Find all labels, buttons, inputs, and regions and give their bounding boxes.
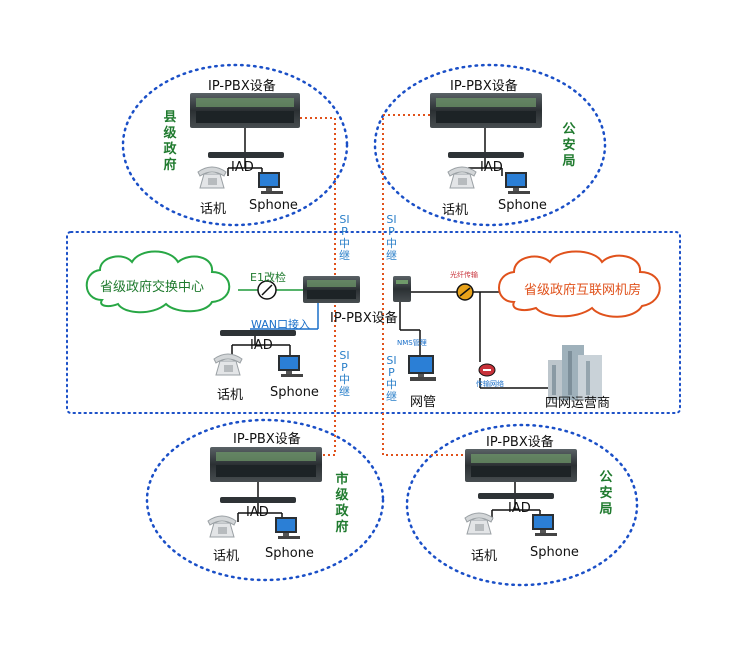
sphone-label-police-top: Sphone (498, 198, 547, 213)
iad-police-top (448, 152, 524, 158)
building-icon (548, 345, 602, 400)
iad-label-police-bottom: IAD (508, 501, 531, 516)
cloud-provincial-switching (85, 250, 231, 314)
site-ellipse-police-top (373, 63, 607, 227)
e1-converter-icon (257, 280, 277, 300)
phone-icon-city (207, 515, 237, 538)
nms-label: 网管 (410, 395, 437, 410)
iad-center (220, 330, 296, 336)
computer-icon-city (275, 517, 300, 539)
phone-icon-county (197, 166, 227, 189)
iad-label-city: IAD (246, 505, 269, 520)
e1-label: E1改检 (250, 271, 286, 284)
wan-label: WAN口接入 (251, 318, 311, 331)
sphone-label-center: Sphone (270, 385, 319, 400)
site-label-county: 县级政府 (163, 110, 177, 173)
computer-icon-county (258, 172, 283, 194)
sphone-label-police-bottom: Sphone (530, 545, 579, 560)
iad-county (208, 152, 284, 158)
phone-label-police-top: 话机 (442, 203, 469, 218)
site-label-city: 市级政府 (335, 472, 349, 535)
transport-link-icon (478, 363, 496, 377)
computer-icon-center (278, 355, 303, 377)
pbx-label-city: IP-PBX设备 (233, 432, 301, 447)
computer-icon-police-bottom (532, 514, 557, 536)
phone-label-center: 话机 (217, 388, 244, 403)
sip-trunk-left (295, 117, 336, 278)
fiber-link-icon (456, 283, 474, 301)
ip-pbx-police-bottom (465, 449, 577, 482)
pbx-label-center: IP-PBX设备 (330, 311, 398, 326)
nms-small-label: NMS管理 (397, 339, 427, 347)
pbx-label-police-bottom: IP-PBX设备 (486, 435, 554, 450)
phone-icon-center (213, 353, 243, 376)
sip-trunk-label-2: SIP中继 (386, 213, 397, 262)
fiber-link-label: 光纤传输 (450, 271, 478, 279)
phone-label-city: 话机 (213, 549, 240, 564)
sip-trunk-label-4: SIP中继 (386, 354, 397, 403)
phone-label-county: 话机 (200, 202, 227, 217)
site-ellipse-county (121, 63, 349, 227)
site-ellipse-police-bottom (405, 423, 639, 587)
ip-pbx-center (303, 276, 360, 303)
sphone-label-city: Sphone (265, 546, 314, 561)
iad-city (220, 497, 296, 503)
computer-icon-police-top (505, 172, 530, 194)
iad-label-county: IAD (231, 160, 254, 175)
sphone-label-county: Sphone (249, 198, 298, 213)
iad-police-bottom (478, 493, 554, 499)
ip-pbx-police-top (430, 93, 542, 128)
transport-link-label: 传输网络 (476, 380, 504, 388)
phone-label-police-bottom: 话机 (471, 549, 498, 564)
pbx-label-county: IP-PBX设备 (208, 79, 276, 94)
phone-icon-police-top (447, 166, 477, 189)
cloud-label-switching: 省级政府交换中心 (100, 280, 205, 295)
sip-trunk-label-3: SIP中继 (339, 349, 350, 398)
cloud-provincial-internet (498, 250, 661, 318)
ip-pbx-county (190, 93, 300, 128)
pbx-label-police-top: IP-PBX设备 (450, 79, 518, 94)
iad-label-center: IAD (250, 338, 273, 353)
provincial-region (66, 231, 681, 414)
sip-trunk-right (382, 114, 465, 456)
cloud-label-internet: 省级政府互联网机房 (524, 283, 642, 298)
site-ellipse-city (145, 418, 385, 582)
iad-label-police-top: IAD (480, 160, 503, 175)
sip-trunk-label-1: SIP中继 (339, 213, 350, 262)
computer-icon-nms (408, 355, 436, 381)
router-internet (393, 276, 411, 302)
carriers-label: 四网运营商 (545, 396, 611, 411)
site-label-police-bottom: 公安局 (599, 470, 613, 517)
sip-trunk-left-lower (322, 300, 336, 456)
phone-icon-police-bottom (464, 512, 494, 535)
site-label-police-top: 公安局 (562, 122, 576, 169)
ip-pbx-city (210, 447, 322, 482)
